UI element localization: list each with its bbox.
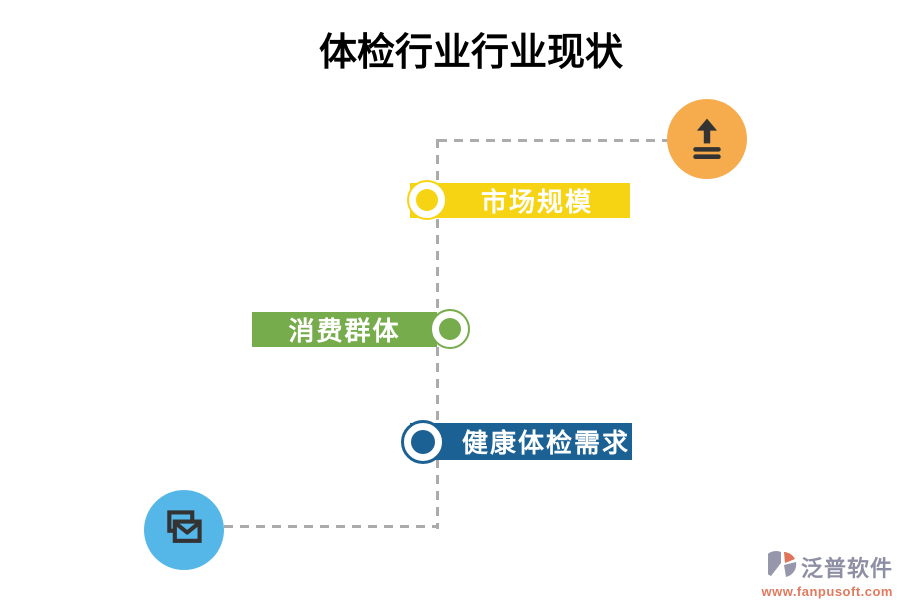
bar-health-checkup-demand-label: 健康体检需求 bbox=[461, 429, 630, 458]
market-scale-node-circle bbox=[407, 180, 447, 220]
mail-icon bbox=[162, 506, 206, 555]
upload-icon bbox=[685, 115, 729, 164]
watermark-brand: 泛普软件 bbox=[800, 555, 893, 581]
page-title: 体检行业行业现状 bbox=[318, 32, 624, 74]
health-demand-node-dot bbox=[411, 430, 435, 454]
upload-node bbox=[667, 99, 747, 179]
consumer-group-node-circle bbox=[430, 309, 470, 349]
health-demand-node-circle bbox=[401, 420, 445, 464]
consumer-group-node-dot bbox=[439, 318, 461, 340]
bar-health-checkup-demand: 健康体检需求 bbox=[410, 423, 632, 460]
watermark-url: www.fanpusoft.com bbox=[761, 584, 893, 599]
mail-node bbox=[144, 490, 224, 570]
bar-market-scale-label: 市场规模 bbox=[480, 188, 593, 217]
dashed-connector-top bbox=[438, 139, 668, 142]
fanpu-logo-icon bbox=[762, 550, 798, 583]
watermark: 泛普软件 www.fanpusoft.com bbox=[761, 550, 893, 599]
bar-consumer-group-label: 消费群体 bbox=[288, 317, 401, 346]
bar-consumer-group: 消费群体 bbox=[252, 312, 437, 347]
dashed-connector-bottom bbox=[224, 525, 439, 528]
market-scale-node-dot bbox=[416, 189, 438, 211]
